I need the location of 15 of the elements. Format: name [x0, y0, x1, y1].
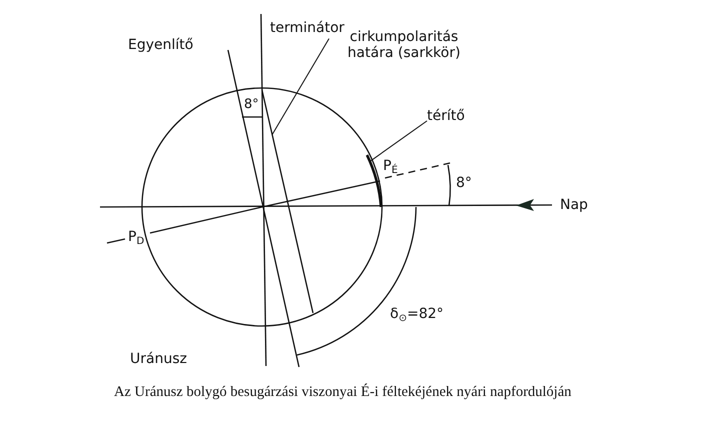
point-label: P$_{D}$ [128, 229, 144, 248]
label: Nap [560, 197, 588, 214]
leader-line [272, 38, 330, 136]
caption: Az Uránusz bolygó besugárzási viszonyai É-i féltekéjének nyári napfordulóján [114, 384, 572, 401]
label: Egyenlítő [128, 37, 194, 54]
tropic-arc [366, 154, 382, 208]
label: Uránusz [130, 351, 187, 368]
angle-label: 8° [456, 175, 472, 192]
angle-label: 8° [244, 98, 259, 113]
point-label: P$_{É}$ [383, 158, 398, 176]
label: terminátor [270, 20, 344, 36]
polar-circle-line [261, 90, 314, 314]
callout-label: térítő [427, 108, 465, 124]
angle-label: δ$_{⊙}$=82° [390, 306, 444, 324]
leader-line [369, 120, 428, 162]
